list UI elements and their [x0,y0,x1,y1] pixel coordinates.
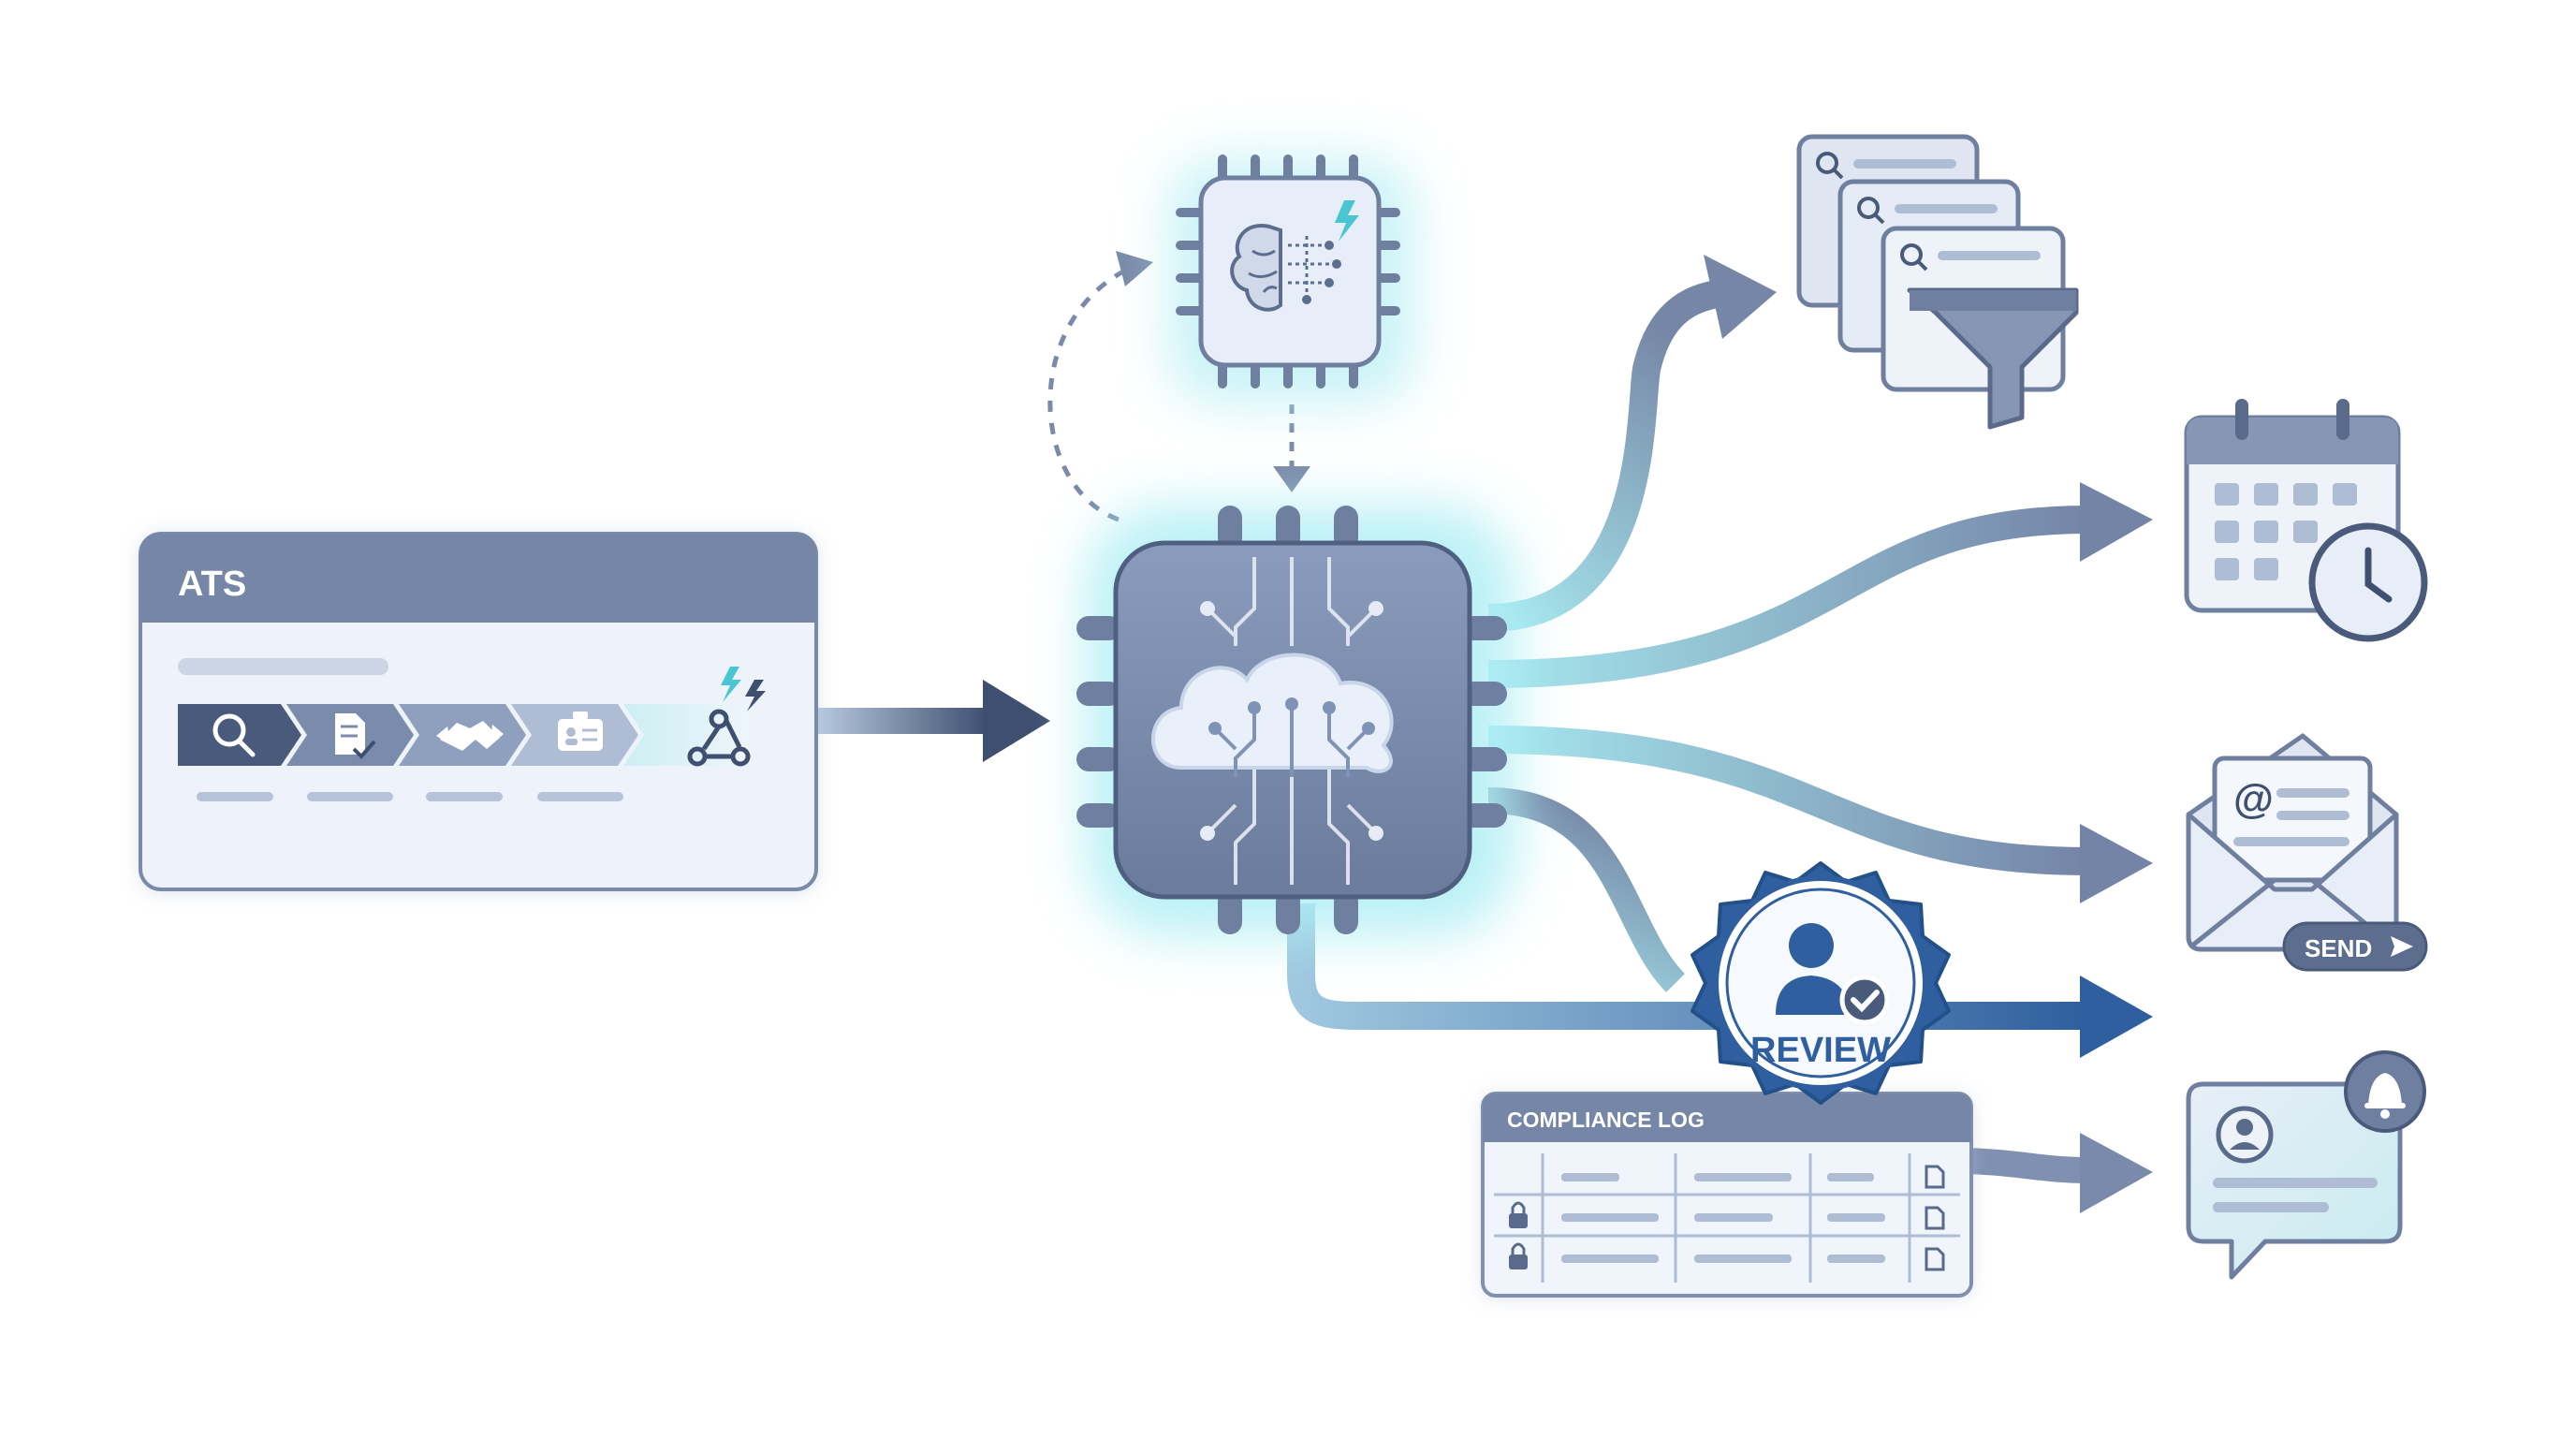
flow-to-chat [1955,1148,2088,1183]
ats-pipeline [178,667,766,767]
ats-footer-line-3 [426,792,503,801]
flow-to-search [1487,278,1734,632]
connectors [814,251,2153,1213]
ats-to-processor-head [983,680,1050,762]
lock-icon [1509,1242,1528,1269]
document-check-icon [335,713,376,759]
ats-card: ATS [139,532,818,891]
file-icon [1925,1165,1945,1271]
feedback-dashed-arrow [1047,264,1134,522]
ats-footer-line-4 [537,792,623,801]
flow-to-email-head [2080,824,2153,903]
cloud-processor-chip-icon [1076,506,1516,936]
flow-to-calendar-head [2080,482,2153,562]
flow-to-calendar [1487,506,2088,688]
clock-icon [2308,522,2428,642]
search-results-stack [1796,134,2079,430]
ats-title: ATS [178,565,246,604]
chat-bubble-icon [2186,1081,2403,1280]
id-card-icon [558,712,603,751]
flow-to-email [1487,726,2088,875]
send-label: SEND [2305,934,2372,962]
email-envelope-icon: @ [2186,733,2399,952]
send-arrow-icon [2391,936,2413,957]
ats-footer-line-1 [197,792,273,801]
flow-to-chat-top [1487,787,1686,992]
lock-icon [1509,1201,1528,1228]
flow-to-search-head [1704,255,1777,339]
pipeline-step-search[interactable] [178,704,301,766]
filter-funnel-icon [1907,287,2079,430]
lightning-icon [721,667,766,712]
flow-to-review [1287,903,2087,1030]
feedback-dashed-arrowhead [1116,251,1153,286]
ai-to-processor-arrowhead [1273,466,1310,492]
bell-icon [2344,1050,2426,1133]
handshake-icon [436,721,504,751]
ats-footer-line-2 [307,792,393,801]
search-icon [212,713,256,757]
pipeline-step-webhook[interactable] [623,704,749,766]
review-badge[interactable]: REVIEW [1690,861,1951,1105]
user-avatar-icon [2216,1106,2274,1164]
compliance-log: COMPLIANCE LOG [1481,1092,1973,1298]
email-at-symbol: @ [2233,776,2274,822]
send-button[interactable]: SEND [2282,921,2428,972]
ats-to-processor-shaft [814,708,988,734]
flow-to-review-head [2080,976,2153,1058]
webhook-icon[interactable] [687,709,751,767]
review-label: REVIEW [1750,1031,1891,1070]
flow-to-chat-head [2080,1133,2153,1213]
compliance-log-title: COMPLIANCE LOG [1507,1108,1705,1132]
log-rows [1561,1173,1885,1263]
ai-brain-chip-icon [1170,154,1413,403]
ats-header-placeholder [178,658,388,675]
user-check-icon [1776,923,1890,1025]
